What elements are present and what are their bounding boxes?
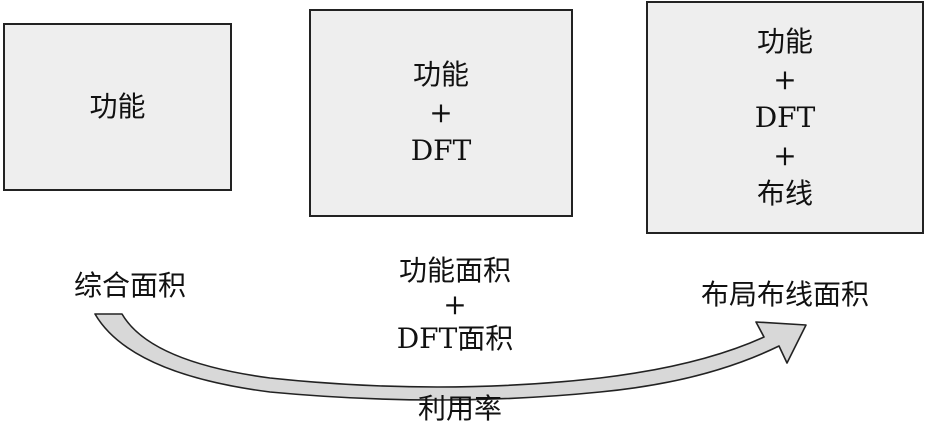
layout-routing-area-label: 布局布线面积 — [700, 278, 869, 311]
synthesis-area-label: 综合面积 — [73, 269, 186, 302]
box-2-line-1: 功能 — [412, 58, 469, 91]
box-3-line-1: 功能 — [756, 24, 813, 58]
box-2-line-2: + — [429, 96, 453, 129]
function-dft-area-label: 功能面积 + DFT面积 — [360, 254, 550, 356]
stage-box-function-dft: 功能 + DFT — [309, 9, 573, 217]
plus-text: + — [443, 288, 467, 321]
dft-area-text: DFT面积 — [396, 322, 514, 355]
utilization-label: 利用率 — [417, 392, 502, 425]
box-3-line-3: DFT — [754, 100, 816, 134]
stage-box-function: 功能 — [3, 23, 232, 191]
stage-box-function-dft-routing: 功能 + DFT + 布线 — [646, 1, 924, 234]
box-3-line-2: + — [773, 62, 797, 96]
box-3-line-4: + — [773, 138, 797, 172]
box-2-line-3: DFT — [410, 134, 472, 167]
function-area-text: 功能面积 — [398, 254, 511, 287]
box-3-line-5: 布线 — [756, 176, 813, 210]
box-1-line-1: 功能 — [89, 90, 146, 123]
